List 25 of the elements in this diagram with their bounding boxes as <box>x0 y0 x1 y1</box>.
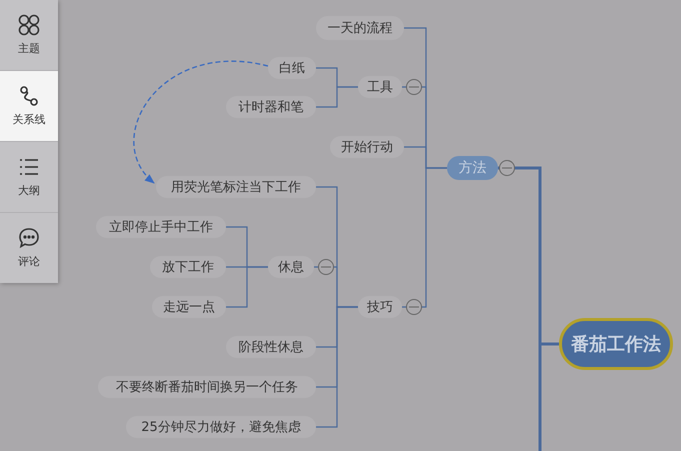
toolbar-button: 主题 <box>0 0 58 70</box>
subtopic-box: 25分钟尽力做好，避免焦虑 <box>126 416 316 438</box>
subtopic-box: 用荧光笔标注当下工作 <box>156 176 316 198</box>
toolbar-button: 评论 <box>0 213 58 283</box>
subtopic-box: 立即停止手中工作 <box>96 216 226 238</box>
subtopic-box: 白纸 <box>268 57 316 79</box>
subtopic-box: 一天的流程 <box>316 16 404 40</box>
toolbar-button: 大纲 <box>0 142 58 212</box>
toolbar-button: 关系线 <box>0 71 58 141</box>
subtopic-box: 开始行动 <box>330 136 404 158</box>
relationship-arrow <box>133 60 268 184</box>
connector-line <box>226 266 268 308</box>
subtopic-box: 技巧 <box>358 296 402 318</box>
subtopic-box: 放下工作 <box>150 256 226 278</box>
subtopic-box: 走远一点 <box>152 296 226 318</box>
subtopic-box: 计时器和笔 <box>226 96 316 118</box>
connector-line <box>402 167 447 308</box>
connector-line <box>316 86 358 108</box>
subtopic-box: 休息 <box>268 256 314 278</box>
subtopic-box: 工具 <box>358 76 402 98</box>
main-topic: 方法 <box>447 156 498 180</box>
subtopic-box: 阶段性休息 <box>226 336 316 358</box>
subtopic-box: 不要终断番茄时间换另一个任务 <box>98 376 316 398</box>
central-topic: 番茄工作法 <box>559 318 673 370</box>
connector-line <box>316 306 358 428</box>
